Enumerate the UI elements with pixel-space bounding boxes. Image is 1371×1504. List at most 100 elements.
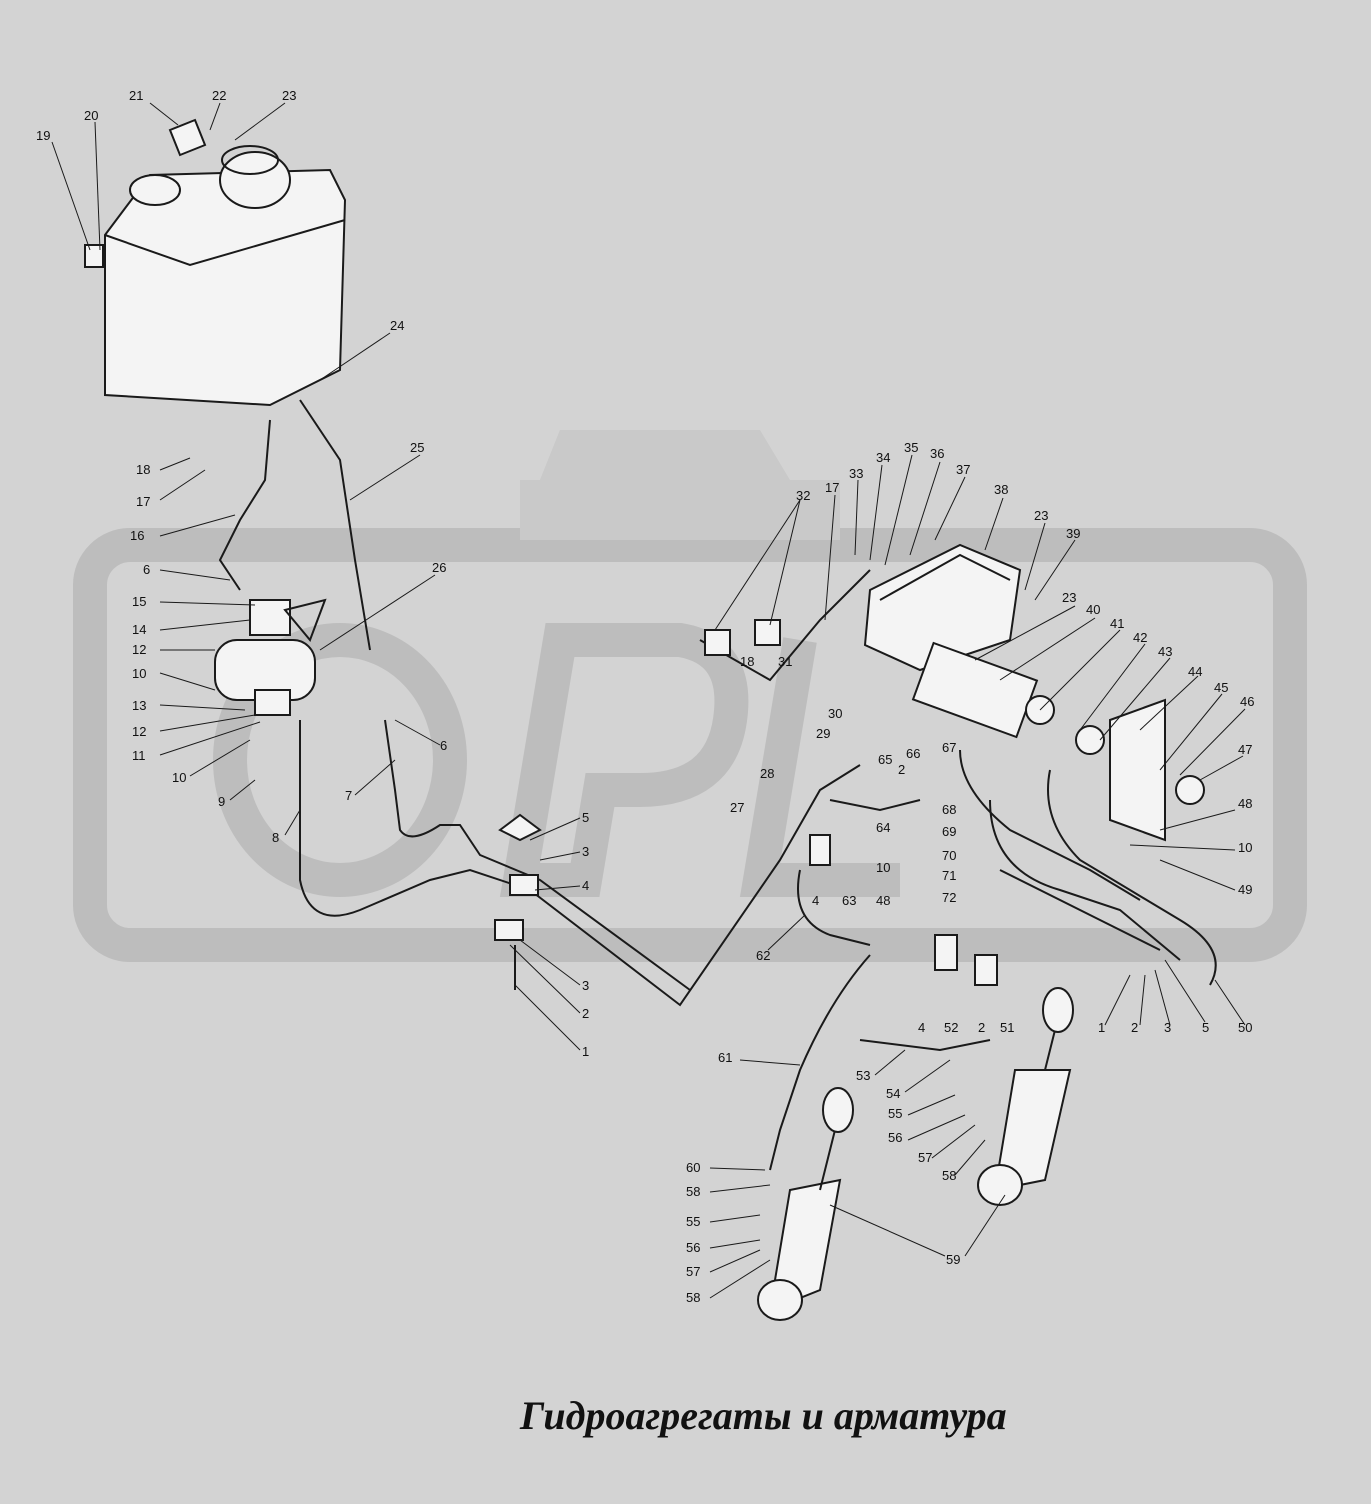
leader-43 bbox=[1099, 657, 1171, 741]
pipe-71 bbox=[989, 799, 1181, 961]
leader-35 bbox=[884, 454, 913, 566]
callout-68: 68 bbox=[942, 802, 956, 817]
callout-50: 50 bbox=[1238, 1020, 1252, 1035]
leader-58-left-b bbox=[709, 1259, 771, 1299]
leader-41 bbox=[1039, 629, 1121, 711]
tank-filler-cap bbox=[129, 174, 181, 206]
callout-29: 29 bbox=[816, 726, 830, 741]
callout-51: 51 bbox=[1000, 1020, 1014, 1035]
callout-15: 15 bbox=[132, 594, 146, 609]
leader-48-right bbox=[1159, 809, 1236, 831]
callout-53: 53 bbox=[856, 1068, 870, 1083]
leader-6-mid bbox=[394, 719, 441, 746]
leader-6-left bbox=[159, 569, 231, 581]
leader-25 bbox=[349, 454, 421, 501]
leader-5-mid bbox=[529, 817, 581, 841]
callout-labels: 19 20 21 22 23 24 25 26 18 17 16 6 15 14… bbox=[36, 88, 1254, 1305]
leader-19 bbox=[51, 141, 91, 251]
leader-33 bbox=[854, 479, 859, 556]
callout-5-mid: 5 bbox=[582, 810, 589, 825]
leader-56-right bbox=[907, 1114, 966, 1141]
callout-2-low-right: 2 bbox=[978, 1020, 985, 1035]
distributor-head bbox=[249, 599, 291, 636]
leader-37 bbox=[934, 476, 966, 541]
callout-10-top: 10 bbox=[132, 666, 146, 681]
callout-65: 65 bbox=[878, 752, 892, 767]
leader-61 bbox=[739, 1059, 801, 1066]
callout-12-bottom: 12 bbox=[132, 724, 146, 739]
callout-6-mid: 6 bbox=[440, 738, 447, 753]
leader-2-low bbox=[509, 944, 581, 1014]
pipe-49-50 bbox=[1047, 769, 1217, 986]
leader-16 bbox=[159, 514, 236, 537]
callout-48-right: 48 bbox=[1238, 796, 1252, 811]
callout-9: 9 bbox=[218, 794, 225, 809]
callout-26: 26 bbox=[432, 560, 446, 575]
leader-60 bbox=[709, 1167, 766, 1171]
callout-2-low: 2 bbox=[582, 1006, 589, 1021]
leader-49 bbox=[1159, 859, 1236, 891]
hose-53 bbox=[859, 1039, 991, 1052]
pipe-27-28 bbox=[829, 799, 921, 812]
callout-33: 33 bbox=[849, 466, 863, 481]
callout-38: 38 bbox=[994, 482, 1008, 497]
hose-62 bbox=[797, 869, 871, 946]
callout-32: 32 bbox=[796, 488, 810, 503]
leader-4-mid bbox=[534, 885, 581, 891]
cylinder-left-eye bbox=[757, 1279, 803, 1321]
callout-4-valve: 4 bbox=[812, 893, 819, 908]
tank-top-edge bbox=[104, 219, 346, 267]
pump-base bbox=[254, 689, 291, 716]
callout-10-bottom: 10 bbox=[172, 770, 186, 785]
callout-52: 52 bbox=[944, 1020, 958, 1035]
cylinder-left bbox=[757, 1087, 854, 1321]
callout-46: 46 bbox=[1240, 694, 1254, 709]
leader-13 bbox=[159, 704, 246, 711]
callout-47: 47 bbox=[1238, 742, 1252, 757]
leader-23-mid bbox=[974, 605, 1076, 661]
callout-48-valve: 48 bbox=[876, 893, 890, 908]
callout-4-low: 4 bbox=[918, 1020, 925, 1035]
callout-57-right: 57 bbox=[918, 1150, 932, 1165]
watermark-logo bbox=[73, 430, 1307, 962]
callout-54: 54 bbox=[886, 1086, 900, 1101]
leader-7 bbox=[354, 759, 396, 796]
leader-59a bbox=[829, 1204, 946, 1257]
callout-49: 49 bbox=[1238, 882, 1252, 897]
leader-55-left bbox=[709, 1214, 761, 1223]
leader-26 bbox=[319, 574, 436, 651]
leader-50 bbox=[1214, 979, 1246, 1026]
callout-34: 34 bbox=[876, 450, 890, 465]
leader-10-right bbox=[1129, 844, 1236, 851]
breather-elbow bbox=[168, 118, 207, 157]
cap-47 bbox=[1175, 775, 1205, 805]
callout-59: 59 bbox=[946, 1252, 960, 1267]
leader-5-right bbox=[1164, 959, 1206, 1023]
leader-21 bbox=[149, 102, 179, 126]
leader-23-top bbox=[234, 102, 286, 141]
callout-70: 70 bbox=[942, 848, 956, 863]
clamp-4b bbox=[494, 919, 524, 941]
leader-38 bbox=[984, 497, 1004, 551]
callout-10-valve: 10 bbox=[876, 860, 890, 875]
leader-1-low bbox=[514, 984, 581, 1051]
callout-41: 41 bbox=[1110, 616, 1124, 631]
pipe-68-70 bbox=[959, 749, 1141, 901]
fitting-51 bbox=[974, 954, 998, 986]
leader-14 bbox=[159, 619, 251, 631]
leader-47 bbox=[1199, 755, 1244, 781]
callout-21: 21 bbox=[129, 88, 143, 103]
callout-10-right: 10 bbox=[1238, 840, 1252, 855]
pressure-line bbox=[299, 720, 861, 1007]
leader-10-top bbox=[159, 672, 216, 691]
pipe-31-32 bbox=[699, 569, 871, 682]
callout-1-low: 1 bbox=[582, 1044, 589, 1059]
leader-3-mid bbox=[539, 851, 581, 861]
watermark-letter-p bbox=[499, 623, 749, 897]
fitting-32b bbox=[754, 619, 781, 646]
leader-22 bbox=[209, 102, 221, 131]
callout-66: 66 bbox=[906, 746, 920, 761]
callout-13: 13 bbox=[132, 698, 146, 713]
callout-6-left: 6 bbox=[143, 562, 150, 577]
